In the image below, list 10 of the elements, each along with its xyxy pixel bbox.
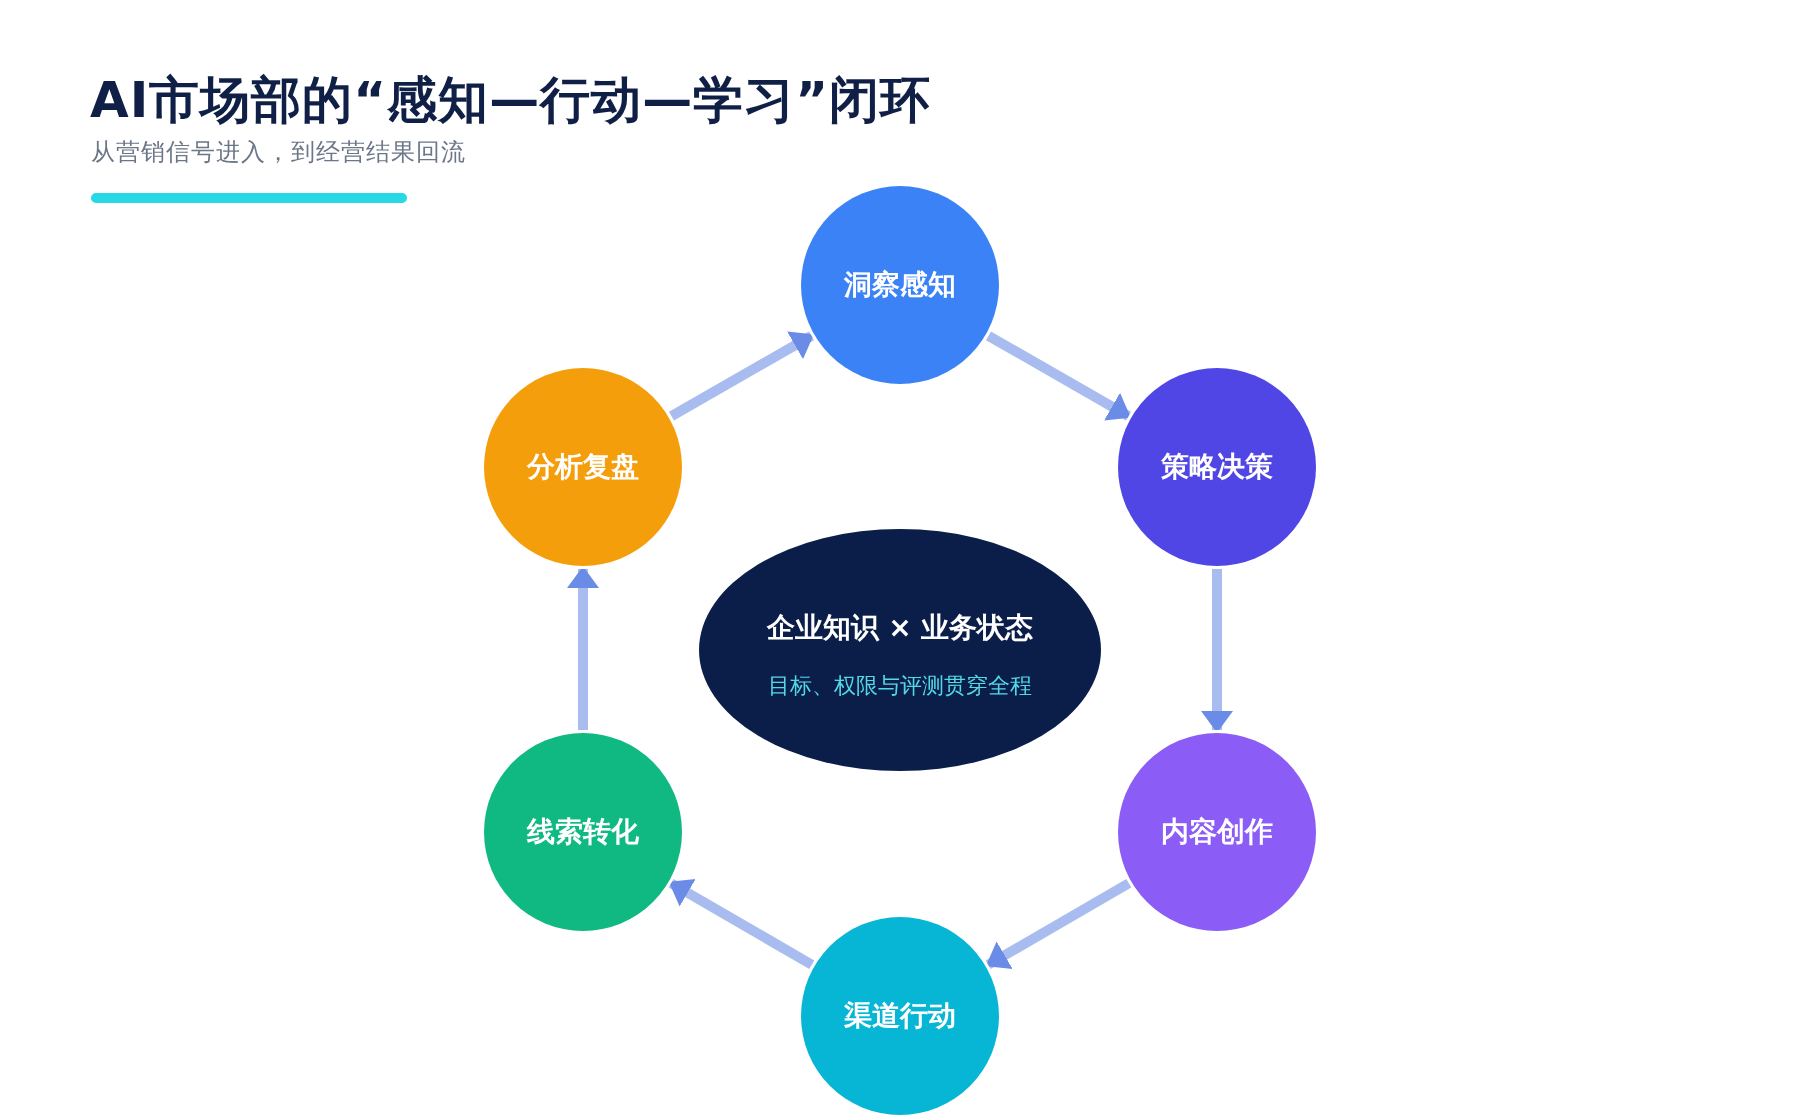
node-title: 企业知识 × 业务状态	[766, 611, 1034, 645]
node-title: 线索转化	[527, 815, 639, 849]
subtitle: 从营销信号进入，到经营结果回流	[91, 138, 466, 167]
node-title: 策略决策	[1161, 450, 1273, 484]
node-title: 内容创作	[1161, 815, 1273, 849]
title: AI市场部的“感知—行动—学习”闭环	[90, 70, 932, 130]
node-title: 分析复盘	[527, 450, 639, 484]
node-subtitle: 目标、权限与评测贯穿全程	[768, 672, 1032, 699]
node-title: 洞察感知	[844, 268, 956, 302]
node-title: 渠道行动	[844, 999, 956, 1033]
